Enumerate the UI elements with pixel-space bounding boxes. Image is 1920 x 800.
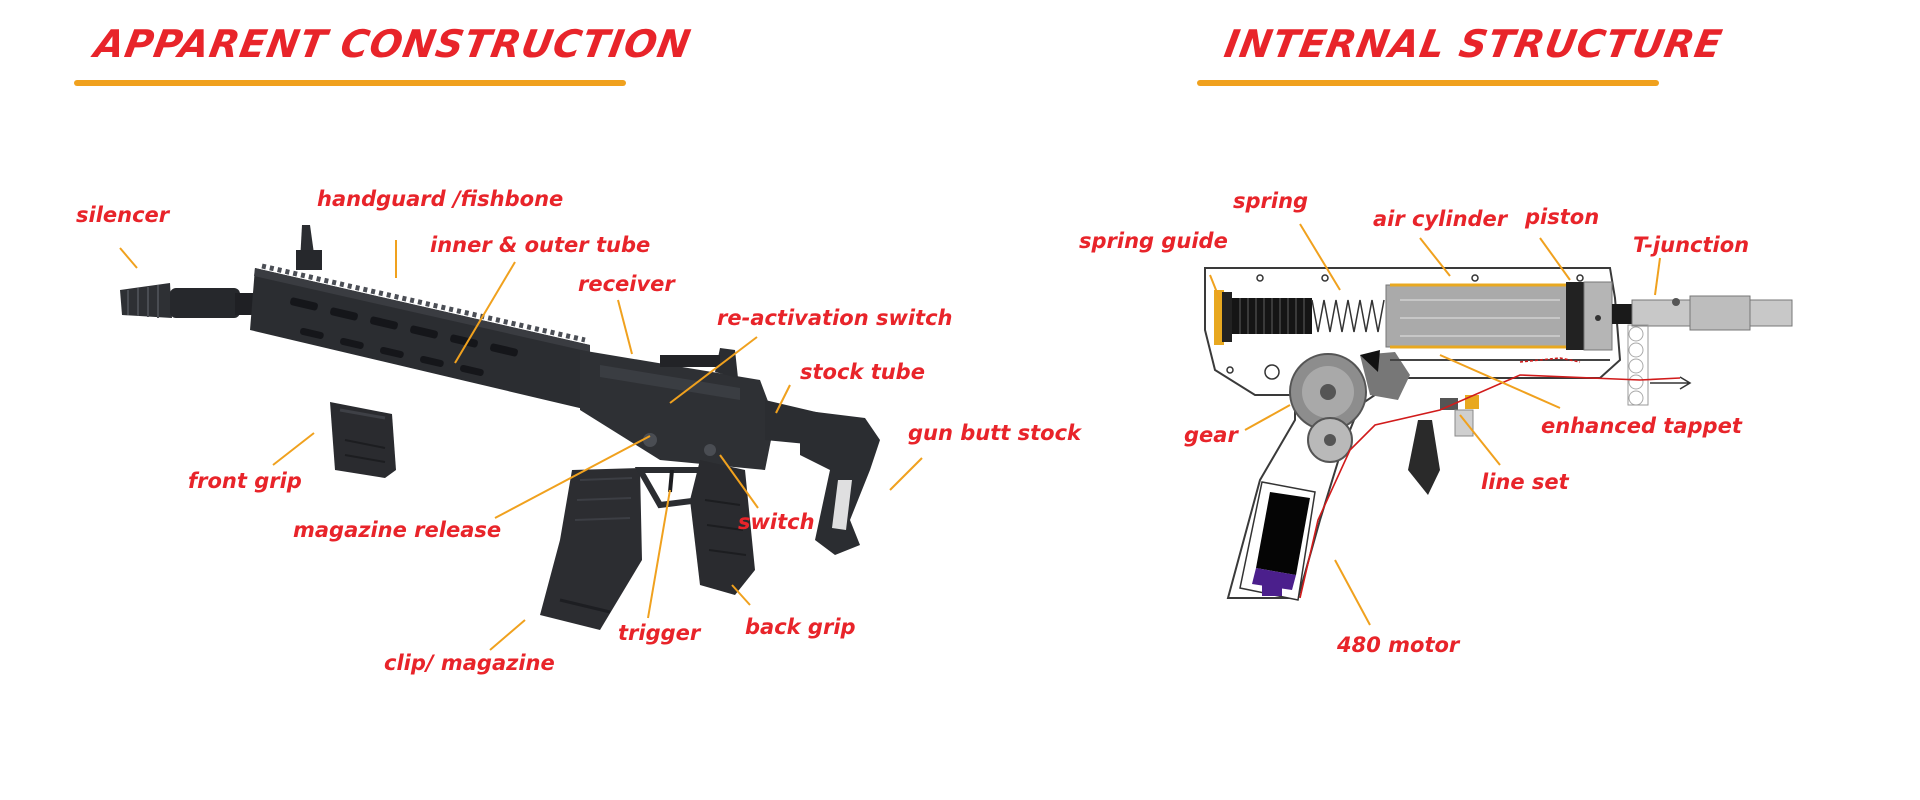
- apparent-construction-underline: [74, 80, 626, 86]
- internal-structure-underline: [1197, 80, 1659, 86]
- pistol-grip-shape: [690, 460, 755, 595]
- air-cylinder-shape: [1385, 283, 1577, 349]
- label-gear: gear: [1184, 423, 1238, 447]
- label-line-set: line set: [1481, 470, 1569, 494]
- spring-shape: [1232, 298, 1385, 334]
- label-air-cylinder: air cylinder: [1373, 207, 1508, 231]
- gear-shapes: [1289, 350, 1410, 463]
- spring-guide-shape: [1214, 290, 1232, 345]
- butt-stock-shape: [800, 410, 880, 555]
- label-spring-guide: spring guide: [1079, 229, 1228, 253]
- right-leader-lines: [1209, 223, 1661, 626]
- magazine-shape: [540, 468, 642, 630]
- label-t-junction: T-junction: [1633, 233, 1750, 257]
- label-piston: piston: [1525, 205, 1600, 229]
- t-junction-shape: [1612, 295, 1793, 331]
- label-switch: switch: [738, 510, 815, 534]
- rifle-illustration: [120, 225, 880, 630]
- silencer-shape: [120, 283, 240, 318]
- left-leader-lines: [119, 240, 923, 651]
- label-reactivation-switch: re-activation switch: [717, 306, 953, 330]
- label-stock-tube: stock tube: [800, 360, 925, 384]
- handguard-shape: [250, 263, 590, 410]
- label-inner-outer-tube: inner & outer tube: [430, 233, 651, 257]
- label-gun-butt-stock: gun butt stock: [908, 421, 1081, 445]
- label-back-grip: back grip: [745, 615, 856, 639]
- label-trigger: trigger: [618, 621, 701, 645]
- front-grip-shape: [330, 402, 396, 478]
- label-enhanced-tappet: enhanced tappet: [1541, 414, 1742, 438]
- label-handguard: handguard /fishbone: [317, 187, 564, 211]
- label-silencer: silencer: [76, 203, 170, 227]
- label-front-grip: front grip: [188, 469, 302, 493]
- label-480-motor: 480 motor: [1337, 633, 1460, 657]
- receiver-shape: [580, 348, 775, 470]
- label-magazine-release: magazine release: [293, 518, 502, 542]
- label-spring: spring: [1233, 189, 1309, 213]
- piston-shape: [1566, 281, 1613, 351]
- gearbox-illustration: [1204, 267, 1793, 601]
- label-receiver: receiver: [578, 272, 675, 296]
- label-clip-magazine: clip/ magazine: [384, 651, 555, 675]
- motor-480-shape: [1239, 481, 1316, 601]
